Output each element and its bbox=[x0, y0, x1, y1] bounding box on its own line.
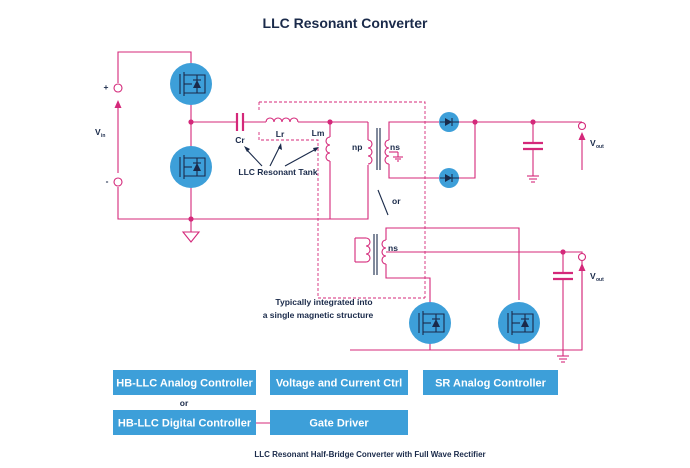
output-top bbox=[459, 119, 587, 183]
vout-bottom-sub-label: out bbox=[596, 277, 604, 283]
diode-top bbox=[439, 112, 459, 132]
integrated-label-line1: Typically integrated into bbox=[275, 297, 372, 307]
minus-label: - bbox=[106, 176, 109, 186]
vout-top-sub-label: out bbox=[596, 144, 604, 150]
integrated-magnetic-boundary bbox=[258, 101, 426, 299]
transformer-top bbox=[376, 121, 440, 179]
integrated-label-line2: a single magnetic structure bbox=[263, 310, 374, 320]
or-divider-line bbox=[377, 189, 389, 216]
sr-analog-controller-box bbox=[423, 370, 558, 395]
diagram-caption: LLC Resonant Half-Bridge Converter with … bbox=[254, 450, 485, 459]
input-rail bbox=[113, 51, 192, 220]
lm-label: Lm bbox=[312, 128, 325, 138]
sr-mosfet-right bbox=[498, 302, 540, 350]
mosfet-high-side bbox=[170, 63, 212, 105]
lr-label: Lr bbox=[276, 129, 285, 139]
cr-label: Cr bbox=[235, 135, 245, 145]
vout-top-label: V bbox=[590, 138, 596, 148]
plus-label: + bbox=[104, 82, 109, 92]
or-mid-label: or bbox=[392, 196, 401, 206]
ns-bottom-label: ns bbox=[388, 243, 398, 253]
np-label: np bbox=[352, 142, 362, 152]
gate-driver-label: Gate Driver bbox=[309, 418, 369, 430]
resonant-tank bbox=[191, 113, 373, 220]
gate-driver-box bbox=[270, 410, 408, 435]
sr-analog-controller-label: SR Analog Controller bbox=[435, 378, 547, 390]
transformer-bottom bbox=[350, 227, 587, 363]
hb-digital-controller-label: HB-LLC Digital Controller bbox=[118, 418, 252, 430]
voltage-current-ctrl-box bbox=[270, 370, 408, 395]
vin-label: V bbox=[95, 127, 101, 137]
voltage-current-ctrl-label: Voltage and Current Ctrl bbox=[276, 378, 402, 390]
controller-or-label: or bbox=[180, 398, 189, 408]
mosfet-low-side bbox=[170, 146, 212, 188]
resonant-tank-label: LLC Resonant Tank bbox=[238, 167, 317, 177]
vin-sub-label: in bbox=[101, 133, 105, 139]
vout-bottom-label: V bbox=[590, 271, 596, 281]
ns-top-label: ns bbox=[390, 142, 400, 152]
diode-bottom bbox=[439, 168, 459, 188]
hb-digital-controller-box bbox=[113, 410, 256, 435]
tank-annotation-arrows bbox=[244, 143, 319, 167]
controller-section: HB-LLC Analog Controller or HB-LLC Digit… bbox=[113, 370, 558, 435]
hb-analog-controller-box bbox=[113, 370, 256, 395]
sr-mosfet-left bbox=[409, 302, 451, 350]
hb-analog-controller-label: HB-LLC Analog Controller bbox=[116, 378, 253, 390]
diagram-title: LLC Resonant Converter bbox=[263, 15, 428, 31]
